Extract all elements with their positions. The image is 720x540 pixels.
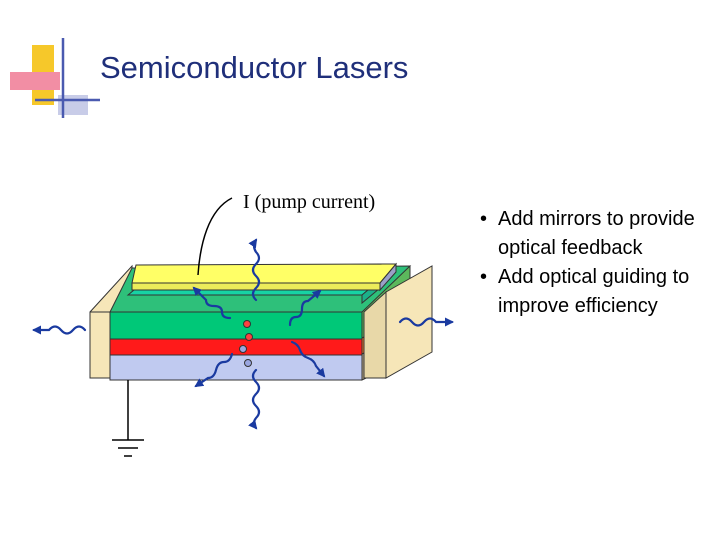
bullet-text: Add mirrors to provide optical feedback: [498, 208, 695, 259]
photon-lower-right: [290, 340, 326, 378]
bullet-list: • Add mirrors to provide optical feedback…: [472, 205, 712, 321]
ground-icon: [112, 380, 144, 457]
photon-down: [248, 368, 261, 430]
photon-upper-left: [192, 286, 232, 320]
slide-title: Semiconductor Lasers: [100, 50, 409, 85]
slide-logo: [10, 38, 100, 118]
right-mirror: [363, 265, 433, 379]
bullet-dot: •: [480, 266, 488, 288]
bullet-item: • Add optical guiding to improve efficien…: [472, 263, 712, 321]
photon-upper-right: [288, 289, 322, 327]
bullet-dot: •: [480, 208, 488, 230]
chip-front-face: [109, 311, 363, 381]
pump-current-label: I (pump current): [243, 191, 375, 213]
laser-output-right: [398, 317, 454, 327]
bullet-text: Add optical guiding to improve efficienc…: [498, 266, 690, 317]
photon-up: [248, 238, 261, 302]
bullet-item: • Add mirrors to provide optical feedback: [472, 205, 712, 263]
substrate-layer: [109, 354, 363, 381]
pump-current-wire: [197, 197, 233, 276]
carrier-dots: [239, 320, 253, 367]
photon-emission-arrows: [32, 238, 454, 430]
upper-cladding-layer: [109, 311, 363, 340]
photon-lower-left: [194, 352, 234, 388]
active-layer: [109, 338, 363, 356]
laser-output-left: [32, 325, 87, 335]
laser-diagram: I (pump current): [32, 191, 454, 457]
